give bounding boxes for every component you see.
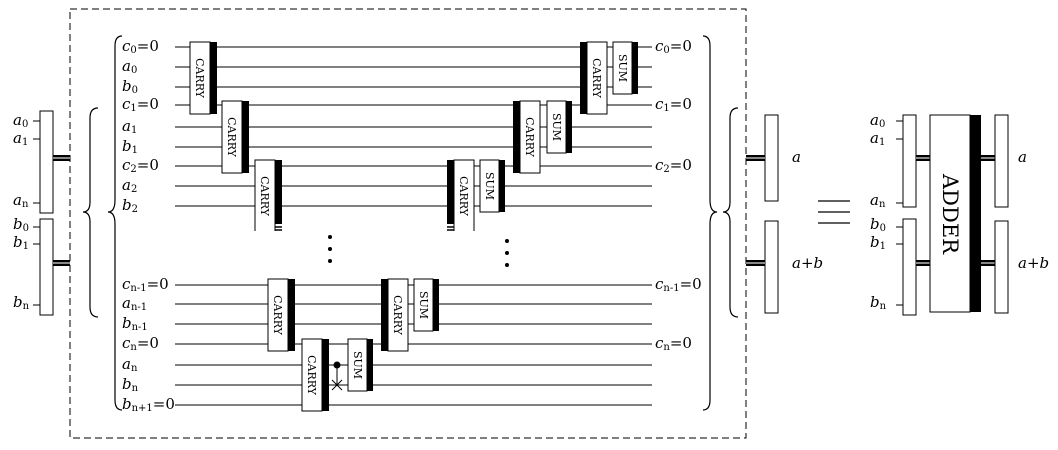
wire-label-cn: cn=0 [122, 334, 159, 353]
svg-text:SUM: SUM [616, 54, 629, 82]
wire-label-c0: c0=0 [122, 37, 159, 56]
left-label-an: an [13, 191, 29, 210]
carry-gate-n-1: CARRY [267, 278, 295, 352]
sum-gate-0: SUM [612, 41, 638, 95]
outer-left-brace [82, 107, 99, 318]
svg-text:CARRY: CARRY [391, 295, 404, 336]
adder-block-equivalent: ADDER a0 a1 an b0 b1 bn a a+b [870, 111, 1049, 316]
svg-text:SUM: SUM [417, 291, 430, 319]
output-label-c2: c2=0 [655, 156, 692, 175]
left-label-bn: bn [13, 293, 30, 312]
svg-text:CARRY: CARRY [193, 58, 206, 99]
svg-text:CARRY: CARRY [271, 295, 284, 336]
wire-label-bn: bn [122, 375, 139, 394]
left-label-b1: b1 [13, 233, 29, 252]
wire-label-a1: a1 [122, 117, 137, 136]
equivalence-sign [818, 200, 850, 224]
svg-text:CARRY: CARRY [225, 117, 238, 158]
svg-text:CARRY: CARRY [523, 117, 536, 158]
svg-text:SUM: SUM [483, 172, 496, 200]
wire-label-bn-plus-1: bn+1=0 [122, 395, 175, 414]
carry-gate-2-reverse: CARRY [513, 100, 541, 174]
sum-gate-n: SUM [347, 338, 373, 392]
svg-text:CARRY: CARRY [457, 176, 470, 217]
wire-label-cn1: cn-1=0 [122, 275, 169, 294]
wire-label-c1: c1=0 [122, 95, 159, 114]
sum-gate-2: SUM [479, 159, 505, 213]
register-a-box [39, 110, 54, 214]
output-label-c1: c1=0 [655, 95, 692, 114]
wire-label-b0: b0 [122, 77, 138, 96]
inner-left-brace [107, 35, 123, 411]
wire-label-b2: b2 [122, 196, 138, 215]
adder-box-bar [970, 115, 981, 312]
carry-gate-n-1-reverse: CARRY [381, 278, 409, 352]
adder-label-b1: b1 [870, 233, 886, 252]
wire-label-a0: a0 [122, 57, 137, 76]
svg-text:CARRY: CARRY [258, 176, 271, 217]
left-label-a0: a0 [13, 111, 28, 130]
output-label-cn: cn=0 [655, 334, 692, 353]
svg-text:CARRY: CARRY [590, 58, 603, 99]
wire-label-bn1: bn-1 [122, 314, 148, 333]
register-b-box [39, 218, 54, 316]
left-label-b0: b0 [13, 215, 29, 234]
sum-gate-1: SUM [546, 100, 572, 154]
cnot-gate [331, 361, 343, 391]
svg-text:SUM: SUM [351, 351, 364, 379]
adder-label: ADDER [938, 173, 962, 255]
output-label-cn1: cn-1=0 [655, 275, 702, 294]
carry-gate-3-reverse: CARRY [447, 159, 475, 231]
qubit-wires [175, 46, 652, 406]
adder-output-a: a [1018, 148, 1027, 166]
left-label-a1: a1 [13, 129, 28, 148]
wire-label-a2: a2 [122, 176, 137, 195]
carry-gate-n: CARRY [301, 338, 329, 412]
wire-label-an: an [122, 355, 138, 374]
output-register-a-label: a [792, 148, 801, 166]
output-registers: a a+b [746, 114, 823, 314]
sum-gates: SUM SUM SUM SUM SUM [347, 41, 638, 392]
adder-label-bn: bn [870, 293, 887, 312]
wire-labels-right: c0=0 c1=0 c2=0 cn-1=0 cn=0 [655, 37, 702, 353]
carry-gate-1: CARRY [189, 41, 217, 115]
carry-gates: CARRY CARRY CARRY CARRY [189, 41, 608, 412]
adder-label-an: an [870, 191, 886, 210]
adder-label-b0: b0 [870, 215, 886, 234]
output-register-a-plus-b-label: a+b [792, 254, 823, 272]
output-label-c0: c0=0 [655, 37, 692, 56]
wire-label-b1: b1 [122, 137, 138, 156]
adder-label-a1: a1 [870, 129, 885, 148]
wire-label-an1: an-1 [122, 294, 147, 313]
svg-text:SUM: SUM [550, 113, 563, 141]
carry-gate-1-reverse: CARRY [580, 41, 608, 115]
inner-right-brace [702, 35, 718, 411]
carry-gate-3: CARRY [254, 159, 282, 231]
outer-right-brace [722, 107, 739, 318]
svg-text:CARRY: CARRY [305, 355, 318, 396]
wire-labels-left: c0=0 a0 b0 c1=0 a1 b1 c2=0 a2 b2 cn-1=0 … [122, 37, 175, 414]
adder-label-a0: a0 [870, 111, 885, 130]
adder-frame [69, 8, 747, 439]
wire-label-c2: c2=0 [122, 156, 159, 175]
carry-gate-2: CARRY [221, 100, 249, 174]
adder-output-a-plus-b: a+b [1018, 254, 1049, 272]
adder-box [929, 114, 971, 313]
sum-gate-n-1: SUM [413, 278, 439, 332]
ellipsis-dots [328, 235, 509, 267]
left-input-registers: a0 a1 an b0 b1 bn [13, 110, 70, 316]
